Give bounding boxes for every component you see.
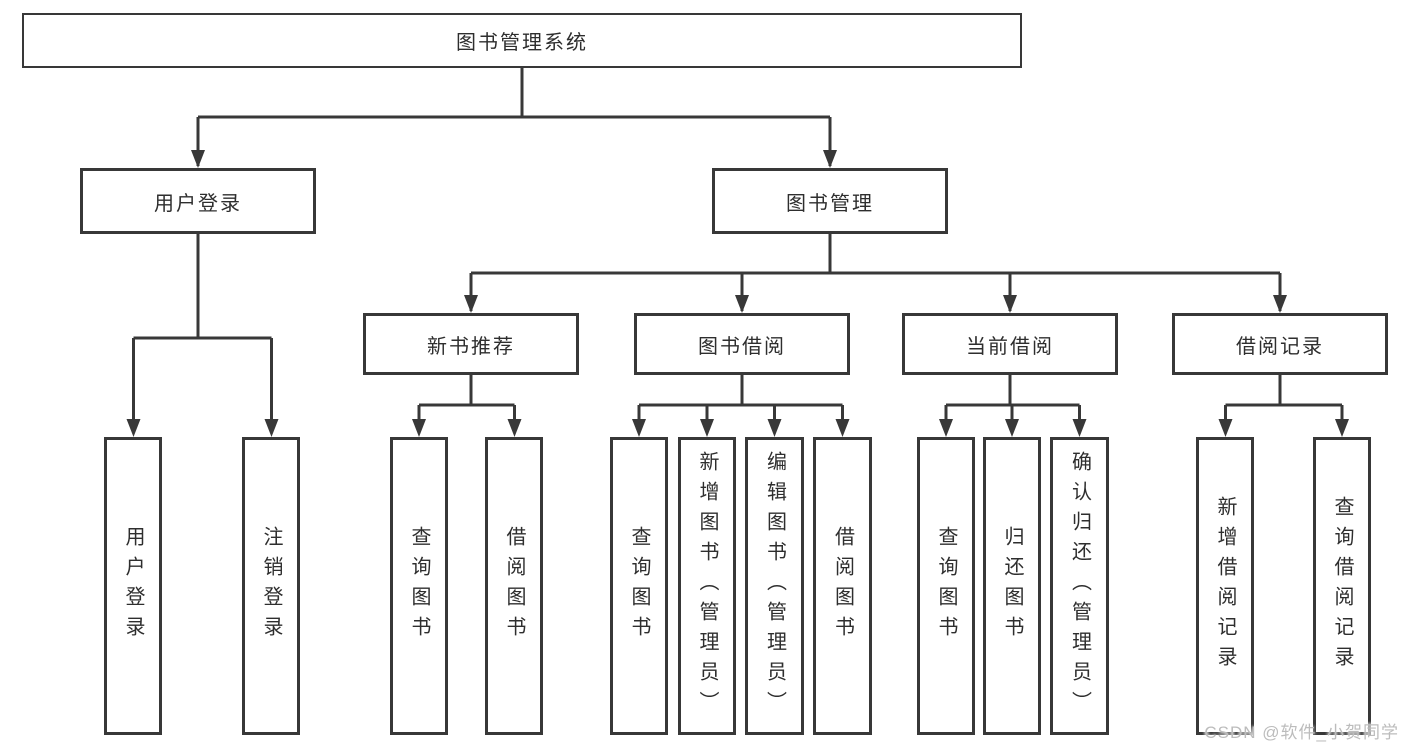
connector-bookmgmt-to-level3	[469, 234, 1282, 311]
connector-userlogin-to-leaves	[132, 234, 273, 433]
node-book-mgmt: 图书管理	[712, 168, 948, 234]
connector-level3-to-leaves	[417, 375, 1344, 433]
connector-root-to-level2	[196, 68, 832, 166]
leaf-query-books-borrow: 查询图书	[610, 437, 668, 735]
leaf-user-login: 用户登录	[104, 437, 162, 735]
leaf-borrow-books: 借阅图书	[813, 437, 872, 735]
leaf-query-borrow-record: 查询借阅记录	[1313, 437, 1371, 735]
leaf-query-books-current: 查询图书	[917, 437, 975, 735]
leaf-logout: 注销登录	[242, 437, 300, 735]
node-book-borrow: 图书借阅	[634, 313, 850, 375]
watermark-csdn: CSDN @软件_小贺同学	[1204, 723, 1399, 742]
node-current-borrow: 当前借阅	[902, 313, 1118, 375]
leaf-add-borrow-record: 新增借阅记录	[1196, 437, 1254, 735]
node-borrow-record: 借阅记录	[1172, 313, 1388, 375]
leaf-return-books: 归还图书	[983, 437, 1041, 735]
node-new-book-rec: 新书推荐	[363, 313, 579, 375]
node-user-login: 用户登录	[80, 168, 316, 234]
leaf-query-books-newrec: 查询图书	[390, 437, 448, 735]
leaf-edit-books-admin: 编辑图书（管理员）	[745, 437, 804, 735]
leaf-confirm-return-admin: 确认归还（管理员）	[1050, 437, 1109, 735]
node-root: 图书管理系统	[22, 13, 1022, 68]
leaf-borrow-books-newrec: 借阅图书	[485, 437, 543, 735]
leaf-add-books-admin: 新增图书（管理员）	[678, 437, 736, 735]
